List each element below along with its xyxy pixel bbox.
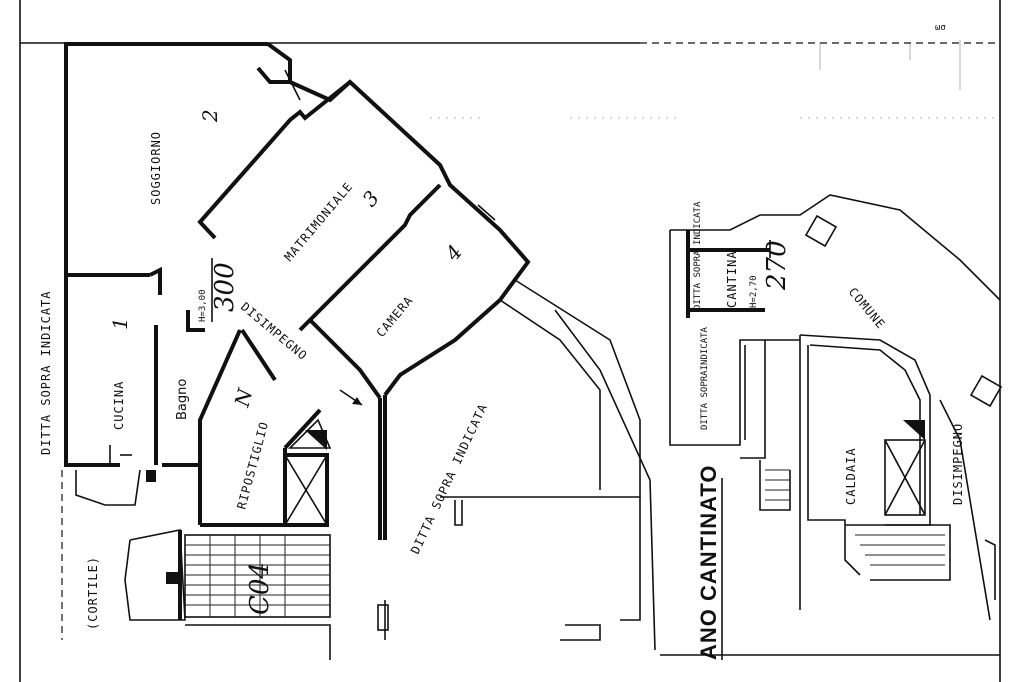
label-ditta-middle: DITTA SOPRA INDICATA [408, 401, 490, 556]
label-cortile: (CORTILE) [86, 556, 100, 630]
label-soggiorno-number: 2 [198, 109, 222, 123]
apartment-walls [64, 42, 531, 540]
label-disimpegno-basement: DISIMPEGNO [951, 423, 965, 505]
label-stair-hand: C04 [245, 562, 275, 615]
label-comune: COMUNE [846, 285, 888, 332]
label-cantina-height: H=2,70 [749, 275, 759, 308]
label-caldaia: CALDAIA [844, 447, 858, 505]
label-matrimoniale-number: 3 [357, 186, 384, 211]
label-cucina: CUCINA [112, 381, 126, 430]
label-main-height-hand: 300 [210, 262, 240, 312]
floor-title: ANO CANTINATO [696, 464, 721, 660]
entry-arrow [339, 389, 363, 406]
scan-marks [430, 40, 1000, 119]
label-cantina: CANTINA [725, 250, 739, 308]
neighbor-walls [377, 279, 656, 651]
label-ditta-left: DITTA SOPRA INDICATA [39, 291, 53, 456]
stairwell [124, 529, 331, 660]
label-camera: CAMERA [374, 293, 416, 340]
label-cantina-height-hand: 270 [762, 240, 792, 291]
label-disimpegno: DISIMPEGNO [238, 300, 310, 364]
label-main-height: H=3,00 [198, 289, 208, 322]
label-matrimoniale: MATRIMONIALE [282, 179, 356, 264]
label-ripostiglio: RIPOSTIGLIO [234, 420, 271, 511]
room-labels: SOGGIORNO 2 MATRIMONIALE 3 CAMERA 4 CUCI… [39, 109, 490, 630]
label-soggiorno: SOGGIORNO [149, 131, 163, 205]
label-ripostiglio-number: N [229, 385, 257, 411]
label-ditta-cantina: DITTA SOPRA INDICATA [693, 201, 703, 310]
label-ditta-basement: DITTA SOPRAINDICATA [700, 326, 710, 430]
basement-walls [669, 194, 1003, 621]
label-cucina-number: 1 [108, 317, 132, 330]
corner-mark: ωσ [935, 23, 946, 33]
label-bagno: Bagno [175, 379, 190, 420]
label-camera-number: 4 [440, 240, 467, 266]
basement-labels: ANO CANTINATO DITTA SOPRA INDICATA CANTI… [693, 23, 965, 660]
door-marks [75, 69, 496, 506]
